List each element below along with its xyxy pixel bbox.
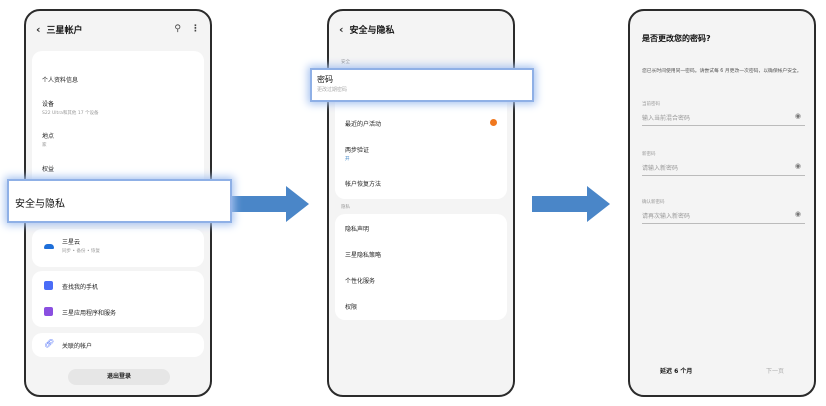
privacy-card: 隐私声明 三星隐私策略 个性化服务 权限 (335, 214, 507, 320)
list-item-apps[interactable]: 三星应用程序和服务 (62, 310, 117, 317)
highlight-password[interactable]: 密码 更改过期密码 (312, 70, 532, 100)
list-item-profile[interactable]: 个人资料信息 (42, 77, 79, 84)
list-item-places[interactable]: 地点家 (42, 133, 55, 148)
more-vert-icon[interactable]: ⋮ (191, 24, 200, 34)
list-item-two-step[interactable]: 两步验证开 (345, 147, 370, 162)
section-security: 安全 (341, 60, 350, 65)
list-item-permissions[interactable]: 权限 (345, 304, 358, 311)
list-item-personalization[interactable]: 个性化服务 (345, 278, 376, 285)
link-icon: 🔗︎ (44, 339, 55, 348)
list-item-recovery[interactable]: 帐户恢复方法 (345, 181, 382, 188)
back-chevron-icon[interactable]: ‹ (36, 22, 41, 36)
later-button[interactable]: 延迟 6 个月 (660, 368, 693, 375)
list-item-privacy-policy[interactable]: 三星隐私策略 (345, 252, 382, 259)
badge-dot (490, 119, 497, 126)
cloud-card: 三星云同步 • 备份 • 恢复 (32, 229, 204, 267)
list-item-privacy-notice[interactable]: 隐私声明 (345, 226, 370, 233)
search-icon[interactable]: ⚲ (174, 24, 181, 34)
eye-icon[interactable]: ◉ (794, 112, 801, 120)
header: ‹ 安全与隐私 (329, 11, 513, 47)
arrow-shape (532, 186, 610, 222)
header: ‹ 三星帐户 ⚲ ⋮ (26, 11, 210, 47)
confirm-password-label: 确认新密码 (642, 200, 665, 205)
page-title: 是否更改您的密码? (642, 34, 711, 43)
current-password-input[interactable]: 输入当前混合密码 ◉ (642, 112, 805, 126)
new-password-label: 新密码 (642, 152, 656, 157)
current-password-label: 当前密码 (642, 102, 660, 107)
list-item-linked[interactable]: 关联的帐户 (62, 343, 93, 350)
arrow-right-icon (532, 186, 610, 222)
linked-card: 🔗︎ 关联的帐户 (32, 333, 204, 357)
highlight-security-privacy[interactable]: 安全与隐私 (9, 181, 230, 221)
page-title: 三星帐户 (46, 25, 83, 36)
list-item-benefits[interactable]: 权益 (42, 166, 55, 173)
phone-security-privacy: ‹ 安全与隐私 安全 最近的户活动 两步验证开 帐户恢复方法 隐私 隐私声明 三… (327, 9, 515, 397)
description: 您已长时间使用同一密码。请尝试每 6 月更改一次密码，以确保帐户安全。 (642, 69, 802, 74)
eye-icon[interactable]: ◉ (794, 162, 801, 170)
services-card: 查找我的手机 三星应用程序和服务 (32, 271, 204, 327)
phone-change-password: 是否更改您的密码? 您已长时间使用同一密码。请尝试每 6 月更改一次密码，以确保… (628, 9, 816, 397)
section-privacy: 隐私 (341, 205, 350, 210)
page-title: 安全与隐私 (349, 25, 395, 36)
arrow-shape (231, 186, 309, 222)
find-phone-icon (44, 281, 53, 290)
list-item-recent-activity[interactable]: 最近的户活动 (345, 121, 382, 128)
eye-icon[interactable]: ◉ (794, 210, 801, 218)
list-item-find-phone[interactable]: 查找我的手机 (62, 284, 99, 291)
arrow-right-icon (231, 186, 309, 222)
new-password-input[interactable]: 请输入新密码 ◉ (642, 162, 805, 176)
next-button[interactable]: 下一页 (765, 368, 784, 375)
cloud-icon (44, 244, 54, 249)
list-item-cloud[interactable]: 三星云同步 • 备份 • 恢复 (62, 239, 101, 254)
apps-icon (44, 307, 53, 316)
confirm-password-input[interactable]: 请再次输入新密码 ◉ (642, 210, 805, 224)
back-chevron-icon[interactable]: ‹ (339, 22, 344, 36)
logout-button[interactable]: 退出登录 (68, 369, 170, 385)
